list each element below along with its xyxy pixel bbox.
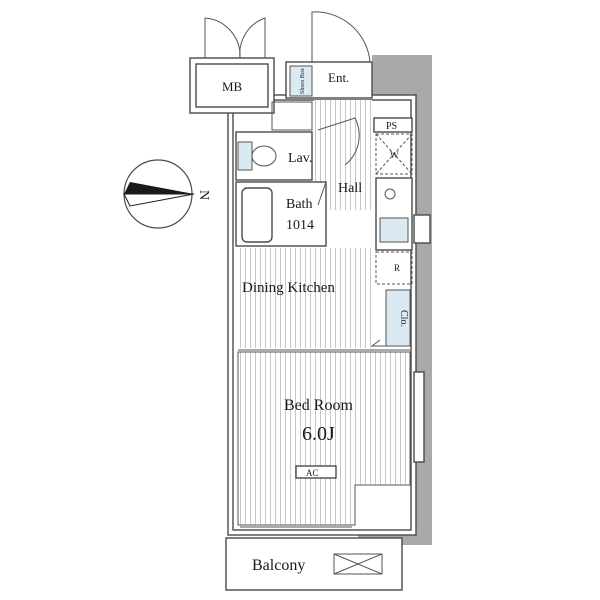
dining-kitchen-floor (238, 248, 373, 348)
bed-room-floor (238, 352, 410, 525)
label-bed-room-size: 6.0J (302, 423, 335, 445)
lavatory-door (317, 117, 360, 166)
mb-door-left (204, 17, 241, 59)
kitchen-window (413, 214, 431, 244)
hatch-cross-b (333, 553, 383, 575)
label-bath-size: 1014 (286, 218, 314, 233)
compass-needle (124, 182, 194, 194)
label-bath: Bath (286, 197, 312, 212)
label-hall: Hall (338, 181, 362, 196)
label-compass-north: N (196, 190, 211, 200)
wash-basin (237, 141, 253, 171)
washer-cross-b (375, 133, 413, 175)
label-lavatory: Lav. (288, 151, 312, 166)
label-washer: W (390, 150, 399, 160)
washer-space (375, 133, 413, 175)
lav-upper-fixture (271, 101, 313, 131)
mb-door-right (239, 17, 266, 59)
balcony-hatch (333, 553, 383, 575)
closet (385, 289, 411, 347)
label-bed-room: Bed Room (284, 397, 353, 414)
label-shoes-box: Shoes Box (300, 68, 306, 94)
label-dining-kitchen: Dining Kitchen (242, 280, 335, 296)
label-ps: PS (386, 121, 397, 132)
kitchen-sink (379, 217, 409, 243)
toilet (251, 145, 277, 167)
bed-room-outline (237, 351, 411, 526)
label-mb: MB (222, 79, 243, 94)
label-closet: Clo. (398, 310, 409, 327)
bed-room-window (413, 371, 425, 463)
label-refrigerator: R (394, 263, 400, 273)
compass (123, 159, 195, 229)
closet-door (370, 339, 386, 347)
refrigerator-space (375, 251, 413, 285)
air-conditioner-unit (295, 465, 337, 479)
stove-burner (384, 188, 396, 200)
label-balcony: Balcony (252, 557, 305, 574)
mb-room-inner (195, 63, 269, 108)
bathtub (241, 187, 273, 243)
ps-area (373, 117, 413, 133)
shoes-box (289, 65, 313, 97)
bath-door (317, 181, 327, 206)
label-entrance: Ent. (328, 70, 349, 85)
entrance-door (311, 11, 371, 63)
label-air-conditioner: AC (306, 468, 319, 478)
balcony (225, 537, 403, 591)
